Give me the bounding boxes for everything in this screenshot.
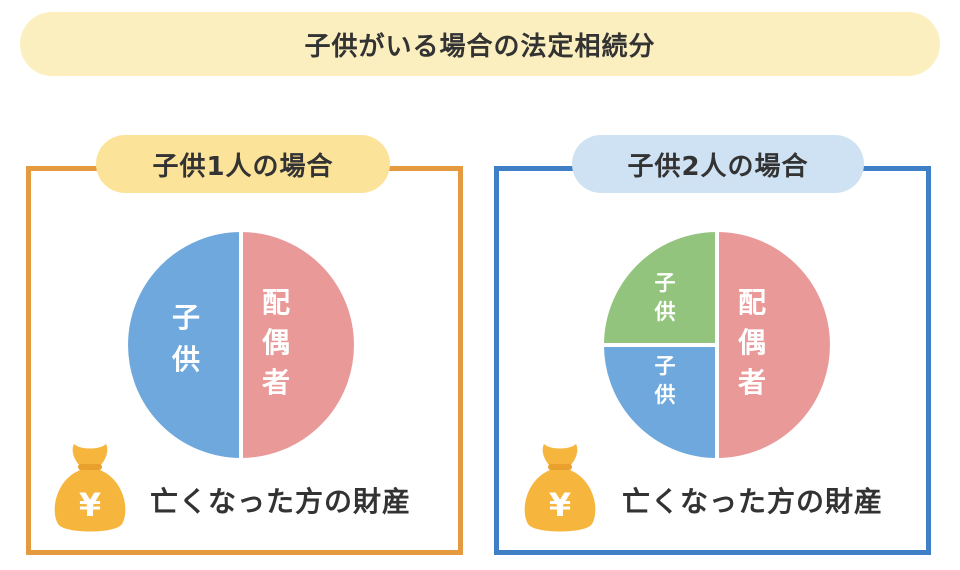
- slice-label-child-b-1: 子: [655, 354, 676, 378]
- pie-slice-child-a: [602, 230, 719, 347]
- money-bag-icon: ¥: [524, 444, 596, 532]
- page-title: 子供がいる場合の法定相続分: [304, 31, 656, 62]
- pie-slice-spouse: [239, 230, 356, 460]
- slice-label-spouse-1: 配: [738, 286, 766, 319]
- slice-label-child-a-2: 供: [654, 300, 676, 324]
- pie-slice-child-b: [602, 343, 719, 460]
- page-title-banner: 子供がいる場合の法定相続分: [20, 12, 940, 76]
- pie-slice-child: [126, 230, 243, 460]
- panel-heading-one-child: 子供1人の場合: [96, 135, 390, 193]
- slice-label-spouse-3: 者: [262, 366, 290, 399]
- slice-label-child-a-1: 子: [655, 271, 676, 295]
- estate-caption: 亡くなった方の財産: [150, 485, 412, 518]
- pie-slice-spouse: [715, 230, 832, 460]
- slice-label-child-1: 子: [172, 301, 200, 334]
- yen-symbol: ¥: [549, 486, 571, 524]
- slice-label-child-b-2: 供: [654, 383, 676, 407]
- panel-heading-label: 子供1人の場合: [152, 151, 334, 182]
- money-bag-icon: ¥: [54, 444, 126, 532]
- pie-chart-two-children: 子 供 子 供 配 偶 者: [602, 230, 832, 460]
- panel-heading-two-children: 子供2人の場合: [572, 135, 864, 193]
- slice-label-spouse-3: 者: [738, 366, 766, 399]
- slice-label-spouse-2: 偶: [262, 326, 290, 359]
- slice-label-spouse-1: 配: [262, 286, 290, 319]
- panel-heading-label: 子供2人の場合: [627, 151, 809, 182]
- slice-label-child-2: 供: [171, 343, 200, 376]
- yen-symbol: ¥: [79, 486, 101, 524]
- pie-chart-one-child: 子 供 配 偶 者: [126, 230, 356, 460]
- slice-label-spouse-2: 偶: [738, 326, 766, 359]
- estate-caption: 亡くなった方の財産: [622, 485, 884, 518]
